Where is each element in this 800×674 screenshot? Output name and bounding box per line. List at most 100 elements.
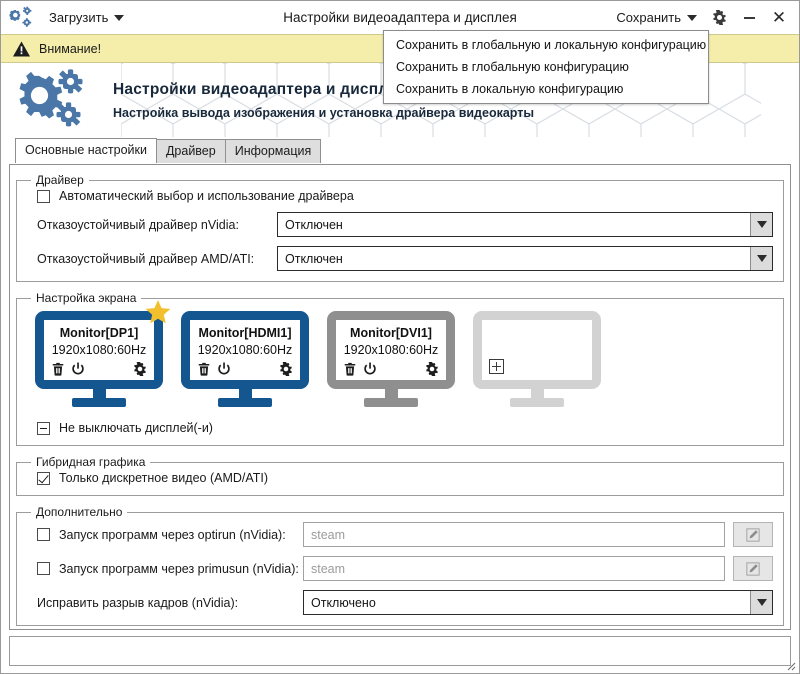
minimize-icon <box>743 16 755 19</box>
optirun-row: Запуск программ через optirun (nVidia): … <box>27 522 773 547</box>
keep-display-on-checkbox[interactable] <box>37 421 50 435</box>
tearfree-combo[interactable]: Отключено <box>303 590 773 615</box>
gear-icon[interactable] <box>133 362 147 376</box>
discrete-only-label: Только дискретное видео (AMD/ATI) <box>59 471 269 485</box>
close-icon: ✕ <box>771 8 787 27</box>
gear-icon <box>712 10 726 25</box>
monitor-name: Monitor[HDMI1] <box>198 326 292 340</box>
auto-driver-checkbox[interactable] <box>37 189 50 203</box>
driver-group-legend: Драйвер <box>36 173 84 187</box>
monitor-resolution: 1920x1080:60Hz <box>51 343 147 357</box>
primusrun-edit-button[interactable] <box>733 556 773 581</box>
optirun-checkbox[interactable] <box>37 528 50 541</box>
monitor-actions <box>51 362 147 376</box>
primusrun-row: Запуск программ через primusun (nVidia):… <box>27 556 773 581</box>
hybrid-graphics-legend: Гибридная графика <box>36 455 146 469</box>
monitor-name: Monitor[DP1] <box>59 326 139 340</box>
load-menu-button[interactable]: Загрузить <box>43 7 130 28</box>
power-icon[interactable] <box>217 362 231 376</box>
screen-setup-group: Настройка экрана Monitor[DP1] 1920x1080:… <box>16 291 784 446</box>
power-icon[interactable] <box>363 362 377 376</box>
nvidia-fallback-label: Отказоустойчивый драйвер nVidia: <box>37 217 239 232</box>
chevron-down-icon[interactable] <box>750 247 772 270</box>
titlebar-right-controls: Сохранить ✕ <box>610 5 793 31</box>
save-dropdown-menu: Сохранить в глобальную и локальную конфи… <box>383 30 709 104</box>
monitor-screen: Monitor[HDMI1] 1920x1080:60Hz <box>181 311 309 389</box>
monitor-name: Monitor[DVI1] <box>350 326 432 340</box>
screen-setup-legend: Настройка экрана <box>36 291 137 305</box>
monitor-card-hdmi1[interactable]: Monitor[HDMI1] 1920x1080:60Hz <box>181 311 309 407</box>
minimize-button[interactable] <box>735 5 763 31</box>
chevron-down-icon <box>687 14 697 21</box>
monitor-card-add-new[interactable] <box>473 311 601 407</box>
discrete-only-checkbox[interactable] <box>37 471 50 485</box>
primusrun-label: Запуск программ через primusun (nVidia): <box>59 561 299 576</box>
trash-icon[interactable] <box>343 362 357 376</box>
driver-group: Драйвер Автоматический выбор и использов… <box>16 173 784 282</box>
nvidia-fallback-combo[interactable]: Отключен <box>277 212 773 237</box>
monitor-resolution: 1920x1080:60Hz <box>343 343 439 357</box>
tab-driver[interactable]: Драйвер <box>155 139 226 163</box>
monitor-card-dp1[interactable]: Monitor[DP1] 1920x1080:60Hz <box>35 300 171 407</box>
optirun-input[interactable]: steam <box>303 522 725 547</box>
tab-main-settings[interactable]: Основные настройки <box>15 138 157 163</box>
monitor-screen: Monitor[DP1] 1920x1080:60Hz <box>35 311 163 389</box>
tab-information[interactable]: Информация <box>224 139 322 163</box>
tearfree-label: Исправить разрыв кадров (nVidia): <box>37 595 239 610</box>
additional-group: Дополнительно Запуск программ через opti… <box>16 505 784 626</box>
warning-text: Внимание! <box>39 41 102 56</box>
monitor-resolution: 1920x1080:60Hz <box>197 343 293 357</box>
menu-item-save-global-local[interactable]: Сохранить в глобальную и локальную конфи… <box>396 38 707 52</box>
save-menu-label: Сохранить <box>616 10 681 25</box>
gear-icon[interactable] <box>425 362 439 376</box>
keep-display-on-row: Не выключать дисплей(-и) <box>27 421 773 435</box>
nvidia-fallback-value: Отключен <box>285 217 343 232</box>
chevron-down-icon <box>114 14 125 21</box>
amd-fallback-label: Отказоустойчивый драйвер AMD/ATI: <box>37 251 255 266</box>
monitor-stand <box>238 389 252 398</box>
menu-item-save-global[interactable]: Сохранить в глобальную конфигурацию <box>396 60 629 74</box>
settings-button[interactable] <box>705 5 733 31</box>
additional-group-legend: Дополнительно <box>36 505 123 519</box>
app-logo-gears-icon <box>9 6 35 30</box>
menu-item-save-local[interactable]: Сохранить в локальную конфигурацию <box>396 82 624 96</box>
pencil-icon <box>746 527 760 542</box>
hybrid-graphics-group: Гибридная графика Только дискретное виде… <box>16 455 784 496</box>
keep-display-on-label: Не выключать дисплей(-и) <box>59 421 213 435</box>
gear-icon[interactable] <box>279 362 293 376</box>
plus-icon[interactable] <box>489 359 504 374</box>
banner-subtitle: Настройка вывода изображения и установка… <box>113 105 535 120</box>
star-icon <box>145 300 171 324</box>
power-icon[interactable] <box>71 362 85 376</box>
amd-fallback-combo[interactable]: Отключен <box>277 246 773 271</box>
primusrun-checkbox[interactable] <box>37 562 50 575</box>
save-menu-button[interactable]: Сохранить <box>610 7 703 28</box>
nvidia-fallback-row: Отказоустойчивый драйвер nVidia: Отключе… <box>27 212 773 237</box>
pencil-icon <box>746 561 760 576</box>
monitor-screen: Monitor[DVI1] 1920x1080:60Hz <box>327 311 455 389</box>
amd-fallback-row: Отказоустойчивый драйвер AMD/ATI: Отключ… <box>27 246 773 271</box>
resize-grip-icon[interactable] <box>782 657 796 671</box>
monitor-screen <box>473 311 601 389</box>
trash-icon[interactable] <box>51 362 65 376</box>
auto-driver-row: Автоматический выбор и использование дра… <box>27 189 773 203</box>
optirun-edit-button[interactable] <box>733 522 773 547</box>
chevron-down-icon[interactable] <box>750 591 772 614</box>
tearfree-value: Отключено <box>311 595 376 610</box>
warning-triangle-icon <box>13 40 30 57</box>
chevron-down-icon[interactable] <box>750 213 772 236</box>
amd-fallback-value: Отключен <box>285 251 343 266</box>
monitor-actions <box>343 362 439 376</box>
tab-page-main-settings: Драйвер Автоматический выбор и использов… <box>9 164 791 630</box>
primusrun-input[interactable]: steam <box>303 556 725 581</box>
monitor-stand <box>384 389 398 398</box>
monitor-base <box>510 398 564 407</box>
status-bar <box>9 636 791 666</box>
trash-icon[interactable] <box>197 362 211 376</box>
close-button[interactable]: ✕ <box>765 5 793 31</box>
monitor-card-dvi1[interactable]: Monitor[DVI1] 1920x1080:60Hz <box>327 311 455 407</box>
monitor-stand <box>530 389 544 398</box>
monitor-actions <box>197 362 293 376</box>
discrete-only-row: Только дискретное видео (AMD/ATI) <box>27 471 773 485</box>
